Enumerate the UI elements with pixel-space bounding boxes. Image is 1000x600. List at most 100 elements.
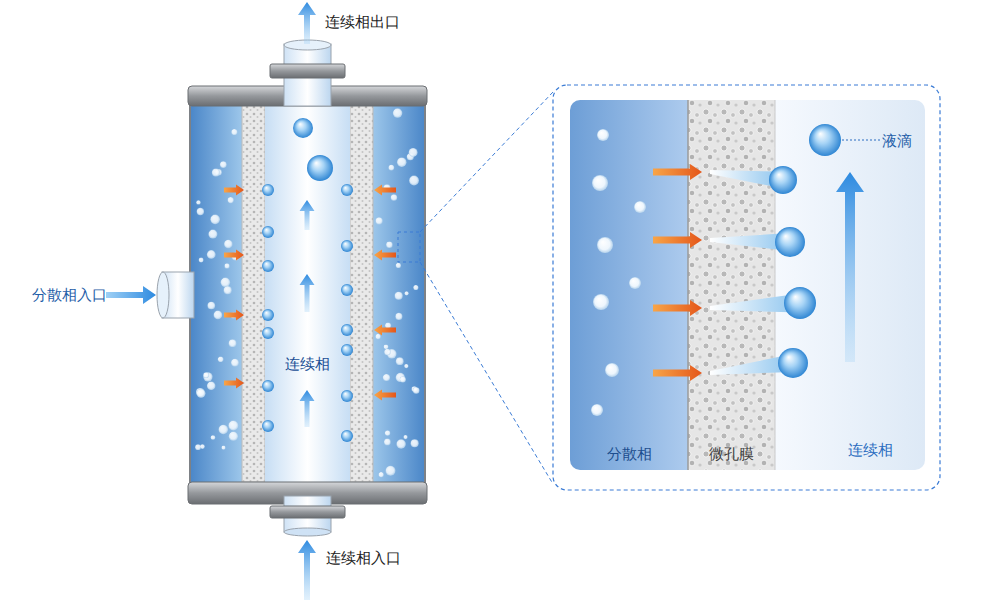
bubble xyxy=(197,389,206,398)
continuous-band xyxy=(775,100,925,470)
flow-arrow xyxy=(224,310,244,321)
bubble xyxy=(210,215,220,225)
bubble xyxy=(375,217,382,224)
bubble xyxy=(593,294,609,310)
bubble xyxy=(400,376,406,382)
bubble xyxy=(375,334,380,339)
droplet xyxy=(293,118,313,138)
bubble xyxy=(229,432,238,441)
bubble xyxy=(413,285,418,290)
flow-arrow xyxy=(298,540,316,600)
bubble xyxy=(403,435,407,439)
bubble xyxy=(207,381,216,390)
bubble xyxy=(391,194,397,200)
bubble xyxy=(385,430,390,435)
phase-region: 微孔膜 xyxy=(688,100,775,470)
membrane-tube xyxy=(350,104,373,482)
dispersed-band xyxy=(570,100,688,470)
droplet xyxy=(262,327,274,339)
bubble xyxy=(195,444,201,450)
flow-arrow xyxy=(836,172,864,362)
membrane-tube xyxy=(242,104,265,482)
bubble xyxy=(413,387,420,394)
zoom-decoration xyxy=(591,124,864,416)
bubble xyxy=(629,277,641,289)
bubble xyxy=(591,404,603,416)
bubble xyxy=(196,200,200,204)
bubble xyxy=(212,168,220,176)
bubble xyxy=(384,439,391,446)
flow-label: 连续相出口 xyxy=(325,12,400,32)
pipe-flange xyxy=(270,64,345,78)
pipe-flange xyxy=(270,506,345,518)
droplet xyxy=(341,344,353,356)
leader-line xyxy=(842,140,880,141)
membrane-band xyxy=(688,100,775,470)
flow-arrow xyxy=(653,365,702,381)
flow-arrow xyxy=(300,200,315,230)
membrane-edge xyxy=(775,100,776,470)
bubble xyxy=(200,444,205,449)
bubble xyxy=(388,165,394,171)
droplet xyxy=(341,184,353,196)
bubble xyxy=(221,446,225,450)
flow-label: 连续相入口 xyxy=(326,548,401,568)
bubble xyxy=(224,240,233,249)
droplet xyxy=(341,324,353,336)
bubble xyxy=(634,201,646,213)
housing-body xyxy=(190,92,425,497)
bubble xyxy=(409,148,418,157)
bubble xyxy=(404,364,408,368)
bubble xyxy=(228,421,238,431)
zoom-line xyxy=(420,92,553,232)
droplet xyxy=(262,226,274,238)
bubble xyxy=(207,250,216,259)
bubble xyxy=(396,439,405,448)
bubble xyxy=(221,278,231,288)
flow-arrow xyxy=(224,185,244,196)
droplet xyxy=(341,390,353,402)
bubble xyxy=(224,286,232,294)
phase-region: 连续相 xyxy=(775,100,925,470)
bubble xyxy=(231,359,239,367)
flow-arrow xyxy=(374,250,396,261)
phase-region: 连续相 xyxy=(265,104,350,482)
droplet xyxy=(262,309,274,321)
region-label: 连续相 xyxy=(265,354,350,374)
bubble xyxy=(214,311,223,320)
flow-arrow xyxy=(224,250,244,261)
bubble xyxy=(199,258,204,263)
droplet xyxy=(262,420,274,432)
bubble xyxy=(592,175,608,191)
flow-arrow xyxy=(224,378,244,389)
droplet xyxy=(778,348,808,378)
flow-arrow xyxy=(653,300,702,316)
bubble xyxy=(208,230,217,239)
bubble xyxy=(385,466,395,476)
flow-label: 分散相入口 xyxy=(32,285,107,305)
bubble xyxy=(378,472,383,477)
bubble xyxy=(207,302,215,310)
flow-arrow xyxy=(300,390,315,427)
membrane-edge xyxy=(687,100,689,470)
bubble xyxy=(605,363,619,377)
bubble xyxy=(224,263,229,268)
zoom-panel xyxy=(553,85,940,490)
bubble xyxy=(228,197,234,203)
droplet xyxy=(262,380,274,392)
flow-arrow xyxy=(298,2,316,44)
bubble xyxy=(395,313,402,320)
droplet xyxy=(341,240,353,252)
droplet xyxy=(341,430,353,442)
bubble xyxy=(229,339,237,347)
flow-arrow xyxy=(374,185,396,196)
flow-arrow xyxy=(374,325,396,336)
bubble xyxy=(393,108,402,117)
flow-arrow xyxy=(106,286,156,304)
region-label: 连续相 xyxy=(815,440,925,460)
bubble xyxy=(384,344,389,349)
bubble xyxy=(396,357,404,365)
bubble xyxy=(203,372,212,381)
